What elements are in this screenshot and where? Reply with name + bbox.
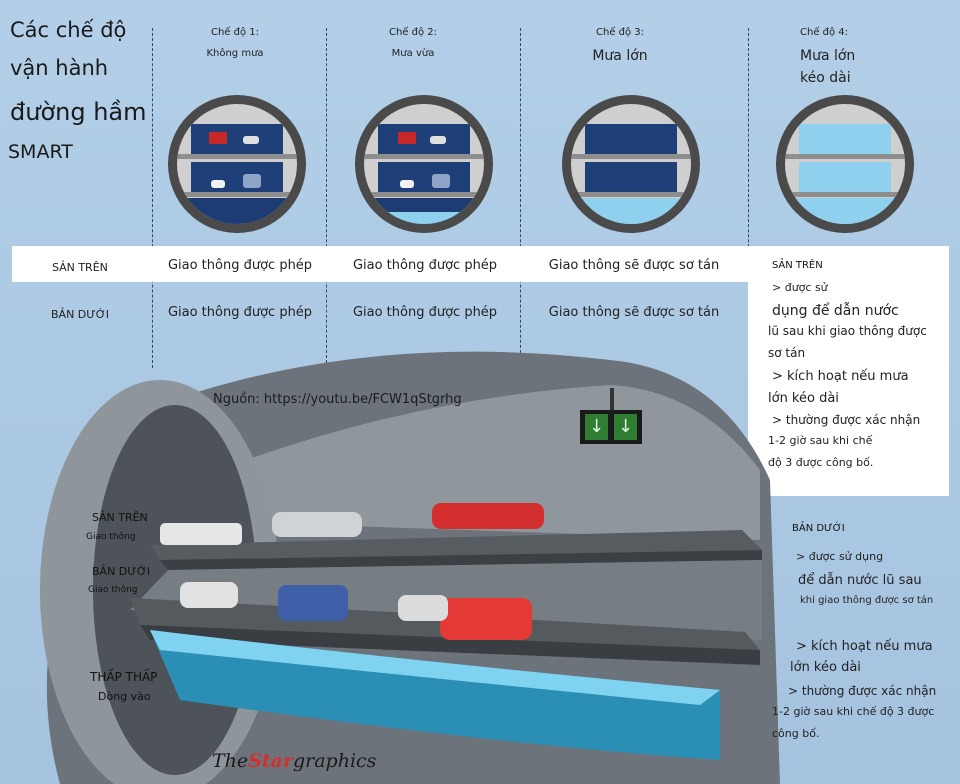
lower-notes-heading: BẢN DƯỚI [792, 523, 845, 534]
lower-note-6: > thường được xác nhận [788, 684, 937, 698]
van-icon [243, 174, 261, 188]
title-line-1: Các chế độ [10, 18, 127, 42]
tunnel-section-mode-4 [776, 95, 914, 233]
lower-mode-3: Giao thông sẽ được sơ tán [548, 305, 720, 320]
mode-4-note-3: lũ sau khi giao thông được [768, 324, 927, 338]
lower-note-1: > được sử dụng [796, 550, 884, 563]
tunnel-lower-title: BẢN DƯỚI [92, 565, 150, 578]
tunnel-section-mode-2 [355, 95, 493, 233]
upper-mode-1: Giao thông được phép [167, 258, 313, 273]
mode-4-note-6: lớn kéo dài [768, 391, 839, 406]
car-icon [243, 136, 259, 144]
divider-2 [326, 28, 327, 368]
mode-4-note-1: > được sử [772, 281, 828, 294]
mode-4-note-9: độ 3 được công bố. [768, 456, 874, 469]
water-level [571, 198, 691, 224]
mode-4-line3: kéo dài [800, 70, 851, 86]
mode-4-note-5: > kích hoạt nếu mưa [772, 369, 909, 384]
van-icon [432, 174, 450, 188]
title-line-3: đường hầm [10, 98, 147, 126]
tunnel-section-mode-3 [562, 95, 700, 233]
car-icon [160, 523, 242, 545]
tunnel-bottom-sub: Dòng vào [98, 690, 151, 703]
mode-4-line1: Chế độ 4: [800, 27, 849, 38]
arrow-down-icon: ↓ [585, 414, 608, 440]
divider-3 [520, 28, 521, 368]
lower-mode-1: Giao thông được phép [167, 305, 313, 320]
lower-mode-2: Giao thông được phép [352, 305, 498, 320]
car-icon [278, 585, 348, 621]
car-icon [430, 136, 446, 144]
row-label-lower: BẢN DƯỚI [51, 308, 109, 321]
mode-4-line2: Mưa lớn [800, 48, 856, 64]
truck-icon [209, 132, 227, 144]
water-level [364, 212, 484, 224]
lower-note-8: công bố. [772, 727, 820, 740]
lower-note-5: lớn kéo dài [790, 660, 861, 675]
tunnel-lower-sub: Giao thông [88, 585, 138, 595]
lane-sign: ↓ ↓ [580, 410, 642, 444]
water-level [785, 198, 905, 224]
title-line-2: vận hành [10, 56, 109, 80]
lower-note-4: > kích hoạt nếu mưa [796, 639, 933, 654]
mode-3-line2: Mưa lớn [592, 48, 648, 64]
mode-3-line1: Chế độ 3: [595, 27, 645, 38]
title-line-4: SMART [8, 141, 73, 163]
tunnel-upper-title: SẢN TRÊN [92, 511, 148, 524]
lower-note-3: khi giao thông được sơ tán [800, 595, 934, 606]
mode-1-line1: Chế độ 1: [210, 27, 260, 38]
car-icon [398, 595, 448, 621]
mode-4-note-7: > thường được xác nhận [772, 413, 921, 427]
mode-4-notes-panel [748, 246, 949, 496]
mode-2-line2: Mưa vừa [391, 48, 435, 59]
brand-part-1: The [212, 750, 249, 772]
tunnel-section-mode-1 [168, 95, 306, 233]
mode-1-line2: Không mưa [206, 48, 264, 59]
car-icon [180, 582, 238, 608]
mode-4-note-4: sơ tán [768, 346, 806, 360]
divider-1 [152, 28, 153, 368]
truck-icon [398, 132, 416, 144]
brand-logo: TheStargraphics [212, 750, 376, 772]
divider-4 [748, 28, 749, 368]
row-label-upper: SẢN TRÊN [52, 261, 108, 274]
mode-2-line1: Chế độ 2: [388, 27, 438, 38]
brand-part-3: graphics [292, 750, 377, 772]
car-icon [432, 503, 544, 529]
mode-4-note-2: dụng để dẫn nước [772, 303, 899, 319]
tunnel-bottom-title: THẤP THẤP [90, 670, 158, 684]
car-icon [272, 512, 362, 537]
mode-4-note-8: 1-2 giờ sau khi chế [768, 434, 873, 447]
lower-note-2: để dẫn nước lũ sau [798, 573, 922, 588]
upper-mode-2: Giao thông được phép [352, 258, 498, 273]
mode-4-notes-heading: SẢN TRÊN [772, 260, 823, 271]
lower-note-7: 1-2 giờ sau khi chế độ 3 được [772, 705, 935, 718]
arrow-down-icon: ↓ [614, 414, 637, 440]
car-icon [400, 180, 414, 188]
car-icon [211, 180, 225, 188]
brand-part-2: Star [248, 750, 293, 772]
van-icon [440, 598, 532, 640]
source-citation: Nguồn: https://youtu.be/FCW1qStgrhg [213, 392, 462, 407]
upper-mode-3: Giao thông sẽ được sơ tán [548, 258, 720, 273]
tunnel-upper-sub: Giao thông [86, 532, 136, 542]
